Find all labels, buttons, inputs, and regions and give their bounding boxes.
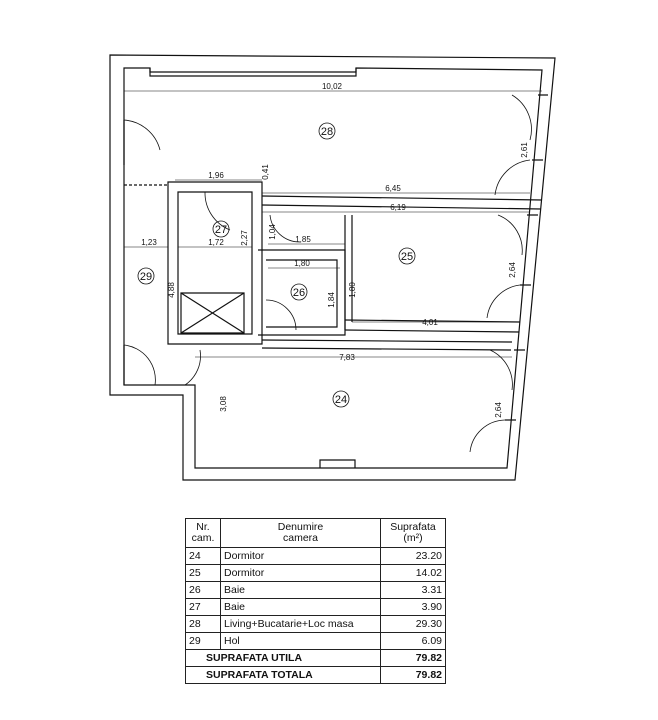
door-arc-25 bbox=[269, 214, 301, 243]
table-row: 24 Dormitor 23.20 bbox=[185, 547, 446, 565]
cell-nr: 29 bbox=[185, 632, 221, 650]
dim-label: 1,96 bbox=[208, 171, 224, 180]
cell-nr: 26 bbox=[185, 581, 221, 599]
header-nr: Nr. cam. bbox=[185, 518, 221, 548]
header-area: Suprafata (m²) bbox=[380, 518, 446, 548]
door-arc-24 bbox=[184, 349, 201, 386]
header-area-line1: Suprafata bbox=[390, 521, 436, 533]
room-number-24: 24 bbox=[335, 394, 347, 406]
total-label: SUPRAFATA TOTALA bbox=[185, 666, 381, 684]
total-row: SUPRAFATA UTILA 79.82 bbox=[185, 649, 446, 667]
wall-24-top bbox=[261, 339, 513, 351]
header-nr-line2: cam. bbox=[191, 532, 215, 544]
window-arc-r2b bbox=[486, 284, 521, 319]
dim-label: 2,61 bbox=[520, 142, 529, 158]
cell-nr: 25 bbox=[185, 564, 221, 582]
wall-28-25 bbox=[261, 195, 543, 210]
cell-name: Dormitor bbox=[220, 564, 381, 582]
right-window-2 bbox=[520, 214, 538, 286]
dim-label: 6,45 bbox=[385, 184, 401, 193]
dim-label: 2,64 bbox=[508, 262, 517, 278]
cell-nr: 27 bbox=[185, 598, 221, 616]
door-arc-27 bbox=[204, 191, 231, 231]
dim-label: 0,41 bbox=[261, 164, 270, 180]
dim-label: 2,64 bbox=[494, 402, 503, 418]
room-number-27: 27 bbox=[215, 224, 227, 236]
dim-label: 1,80 bbox=[294, 259, 310, 268]
table-row: 27 Baie 3.90 bbox=[185, 598, 446, 616]
dim-label: 2,27 bbox=[240, 230, 249, 246]
bath-27-walls bbox=[167, 181, 263, 345]
cell-name: Baie bbox=[220, 581, 381, 599]
room-number-28: 28 bbox=[321, 126, 333, 138]
outer-wall-outer bbox=[109, 54, 556, 481]
window-arc-r1b bbox=[494, 159, 531, 196]
dim-label: 7,83 bbox=[339, 353, 355, 362]
header-nr-line1: Nr. bbox=[196, 521, 210, 533]
dim-label: 1,04 bbox=[268, 224, 277, 240]
room-number-25: 25 bbox=[401, 251, 413, 263]
cell-area: 3.31 bbox=[380, 581, 446, 599]
total-label: SUPRAFATA UTILA bbox=[185, 649, 381, 667]
cell-name: Dormitor bbox=[220, 547, 381, 565]
area-table: Nr. cam. Denumire camera Suprafata (m²) … bbox=[185, 518, 446, 684]
area-table-container: Nr. cam. Denumire camera Suprafata (m²) … bbox=[185, 518, 446, 684]
room-number-29: 29 bbox=[140, 271, 152, 283]
cell-name: Baie bbox=[220, 598, 381, 616]
bottom-notch bbox=[319, 459, 356, 468]
right-window-3 bbox=[505, 349, 525, 421]
cell-area: 3.90 bbox=[380, 598, 446, 616]
cell-nr: 24 bbox=[185, 547, 221, 565]
window-arc-r2 bbox=[497, 214, 523, 256]
cell-name: Living+Bucatarie+Loc masa bbox=[220, 615, 381, 633]
header-name-line1: Denumire bbox=[277, 521, 324, 533]
dim-label: 10,02 bbox=[322, 82, 343, 91]
cell-area: 14.02 bbox=[380, 564, 446, 582]
wall-25-24 bbox=[344, 319, 521, 333]
wall-25-left bbox=[344, 215, 353, 330]
cell-name: Hol bbox=[220, 632, 381, 650]
total-row: SUPRAFATA TOTALA 79.82 bbox=[185, 666, 446, 684]
door-arc-hall bbox=[123, 344, 156, 386]
right-window-1 bbox=[532, 94, 548, 161]
dim-label: 4,01 bbox=[422, 318, 438, 327]
floor-plan-drawing: 28 27 25 29 26 24 10,02 2,61 1,96 0,41 6… bbox=[109, 54, 556, 481]
table-row: 26 Baie 3.31 bbox=[185, 581, 446, 599]
dim-label: 3,08 bbox=[219, 396, 228, 412]
window-arc-r3b bbox=[469, 419, 506, 453]
top-notch bbox=[149, 68, 357, 77]
header-area-line2: (m²) bbox=[403, 532, 423, 544]
door-arc-entry bbox=[123, 119, 161, 151]
window-arc-r3 bbox=[489, 349, 513, 391]
dim-label: 1,23 bbox=[141, 238, 157, 247]
room-number-26: 26 bbox=[293, 287, 305, 299]
table-header-row: Nr. cam. Denumire camera Suprafata (m²) bbox=[185, 518, 446, 548]
cell-nr: 28 bbox=[185, 615, 221, 633]
total-value: 79.82 bbox=[380, 666, 446, 684]
cell-area: 6.09 bbox=[380, 632, 446, 650]
dim-label: 1,85 bbox=[295, 235, 311, 244]
dim-label: 1,84 bbox=[327, 292, 336, 308]
dim-label: 6,19 bbox=[390, 203, 406, 212]
door-arc-26 bbox=[265, 299, 297, 331]
table-row: 29 Hol 6.09 bbox=[185, 632, 446, 650]
dim-label: 1,72 bbox=[208, 238, 224, 247]
cell-area: 23.20 bbox=[380, 547, 446, 565]
total-value: 79.82 bbox=[380, 649, 446, 667]
dim-label: 1,80 bbox=[348, 282, 357, 298]
header-name-line2: camera bbox=[282, 532, 318, 544]
cell-area: 29.30 bbox=[380, 615, 446, 633]
table-row: 25 Dormitor 14.02 bbox=[185, 564, 446, 582]
dim-label: 4,88 bbox=[167, 282, 176, 298]
window-arc-r1 bbox=[511, 94, 532, 141]
header-name: Denumire camera bbox=[220, 518, 381, 548]
shaft-box bbox=[180, 292, 245, 334]
table-row: 28 Living+Bucatarie+Loc masa 29.30 bbox=[185, 615, 446, 633]
